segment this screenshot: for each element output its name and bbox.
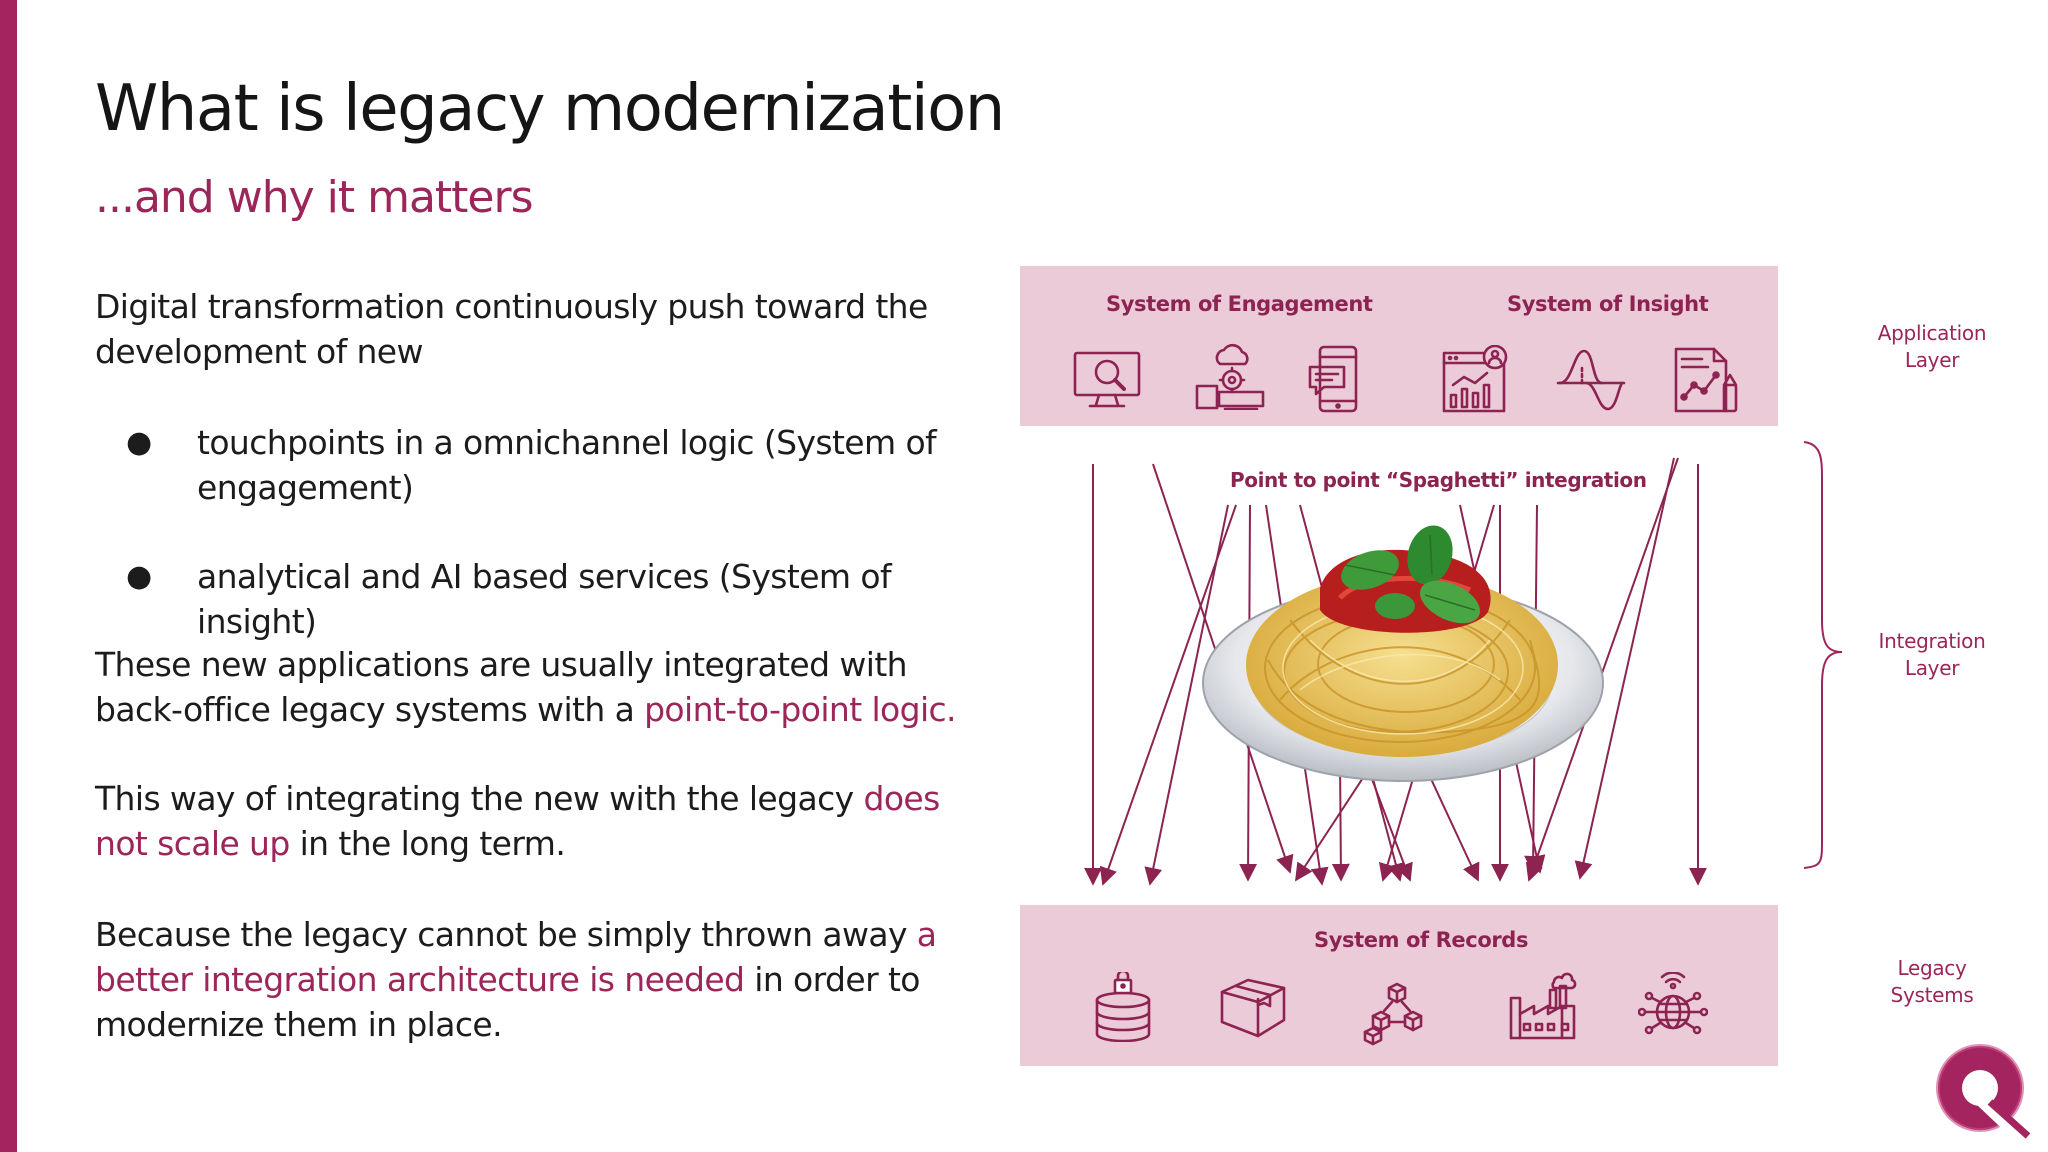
accent-sidebar-bar [0,0,17,1152]
monitor-search-icon [1072,345,1142,415]
integration-layer-label: Integration Layer [1852,628,2012,682]
system-of-insight-label: System of Insight [1507,292,1709,316]
spaghetti-plate-image [1202,525,1604,782]
label-line: Layer [1904,656,1960,680]
highlight-point-to-point: point-to-point logic. [644,690,956,729]
label-line: Application [1877,321,1987,345]
system-of-engagement-label: System of Engagement [1106,292,1373,316]
bell-curve-icon [1556,345,1626,415]
application-layer-band [1020,266,1778,426]
label-line: Legacy [1897,956,1967,980]
mobile-chat-icon [1302,345,1372,415]
analytics-dashboard-icon [1441,344,1511,415]
bullet-item-insight: analytical and AI based services (System… [197,557,892,641]
label-line: Layer [1904,348,1960,372]
factory-icon [1508,972,1578,1042]
global-network-icon [1637,971,1709,1042]
bullet-dot: ● [126,425,153,460]
highlight-better-architecture: a better integration architecture is nee… [95,915,937,999]
paragraph-text: Because the legacy cannot be simply thro… [95,915,917,954]
locked-database-icon [1088,969,1158,1043]
highlight-does-not-scale: does not scale up [95,779,940,863]
company-logo [1932,1042,2036,1142]
scale-paragraph: This way of integrating the new with the… [95,776,975,866]
modernize-paragraph: Because the legacy cannot be simply thro… [95,912,975,1047]
application-layer-label: Application Layer [1852,320,2012,374]
page-subtitle: ...and why it matters [95,172,533,223]
cloud-gear-devices-icon [1195,340,1265,411]
bullet-dot: ● [126,559,153,594]
system-of-records-label: System of Records [1314,928,1529,952]
label-line: Systems [1890,983,1974,1007]
integration-layer-brace [1803,441,1843,869]
report-chart-icon [1672,345,1742,415]
paragraph-text: in the long term. [289,824,566,863]
label-line: Integration [1878,629,1986,653]
intro-paragraph: Digital transformation continuously push… [95,287,928,371]
package-box-icon [1218,972,1288,1042]
bullet-item-engagement: touchpoints in a omnichannel logic (Syst… [197,423,937,507]
paragraph-text: These new applications are usually integ… [95,645,908,729]
point-to-point-paragraph: These new applications are usually integ… [95,642,975,732]
spaghetti-integration-label: Point to point “Spaghetti” integration [1230,468,1647,492]
cubes-network-icon [1362,978,1432,1048]
page-title: What is legacy modernization [95,72,1005,146]
paragraph-text: in order to modernize them in place. [95,960,920,1044]
paragraph-text: This way of integrating the new with the… [95,779,864,818]
legacy-systems-label: Legacy Systems [1852,955,2012,1009]
